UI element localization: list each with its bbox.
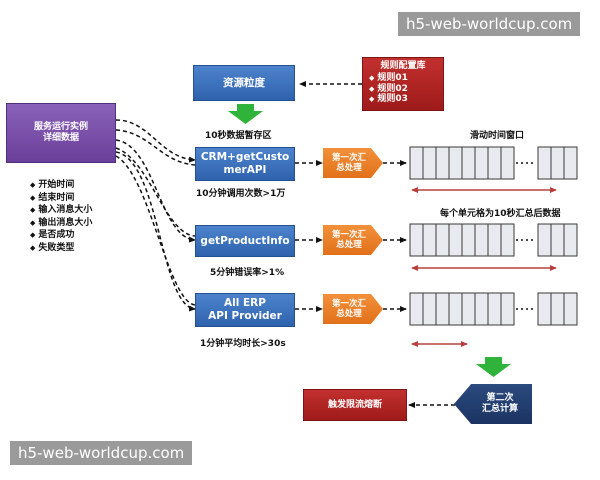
window-cell bbox=[435, 146, 450, 180]
window-cell bbox=[563, 223, 578, 257]
window-cell bbox=[537, 223, 552, 257]
connector-source-to-service1 bbox=[115, 119, 196, 163]
trigger-label: 触发限流熔断 bbox=[327, 399, 382, 410]
window-cell bbox=[487, 146, 502, 180]
first-agg-line1: 第一次汇 bbox=[331, 229, 366, 240]
second-aggregation-box: 第二次 汇总计算 bbox=[454, 384, 532, 424]
resource-granularity-box: 资源粒度 bbox=[193, 65, 295, 101]
attribute-list: 开始时间 结束时间 输入消息大小 输出消息大小 是否成功 失败类型 bbox=[30, 179, 92, 254]
window-cell bbox=[537, 146, 552, 180]
service-name-line2: API Provider bbox=[208, 310, 282, 322]
sliding-windows bbox=[409, 146, 578, 326]
cell-aggregation-note: 每个单元格为10秒汇总后数据 bbox=[440, 209, 561, 219]
first-agg-line2: 总处理 bbox=[336, 309, 362, 319]
watermark-top: h5-web-worldcup.com bbox=[398, 12, 581, 36]
buffer-label: 10秒数据暂存区 bbox=[205, 131, 272, 141]
green-arrow-down-1 bbox=[228, 104, 263, 124]
green-arrow-down-2 bbox=[476, 357, 511, 377]
window-cell bbox=[500, 146, 515, 180]
rule-item: 规则01 bbox=[369, 73, 408, 84]
window-cell bbox=[550, 292, 565, 326]
attribute-item: 输出消息大小 bbox=[30, 217, 92, 230]
window-cell bbox=[448, 292, 463, 326]
window-cell bbox=[563, 146, 578, 180]
connector-source-to-service1b bbox=[115, 129, 196, 166]
first-agg-line1: 第一次汇 bbox=[331, 152, 366, 163]
service-name-line1: All ERP bbox=[224, 297, 266, 310]
attribute-item: 输入消息大小 bbox=[30, 204, 92, 217]
connector-source-to-service3b bbox=[115, 155, 196, 306]
window-cell bbox=[422, 292, 437, 326]
window-cell bbox=[422, 223, 437, 257]
service-box-erp: All ERP API Provider bbox=[195, 293, 295, 327]
window-cell bbox=[500, 223, 515, 257]
window-cell bbox=[474, 146, 489, 180]
trigger-circuit-breaker-box: 触发限流熔断 bbox=[303, 389, 407, 421]
window-cell bbox=[409, 146, 424, 180]
first-agg-line2: 总处理 bbox=[336, 163, 362, 173]
attribute-item: 失败类型 bbox=[30, 242, 92, 255]
watermark-bottom: h5-web-worldcup.com bbox=[10, 441, 193, 465]
rule-library-box: 规则配置库 规则01 规则02 规则03 bbox=[362, 57, 444, 111]
window-cell bbox=[461, 223, 476, 257]
service-rule-crm: 10分钟调用次数>1万 bbox=[196, 189, 286, 199]
second-agg-line1: 第二次 bbox=[486, 393, 514, 404]
service-name-line1: getProductInfo bbox=[200, 234, 290, 247]
window-cell bbox=[474, 223, 489, 257]
attribute-item: 结束时间 bbox=[30, 192, 92, 205]
first-aggregation-step-2: 第一次汇 总处理 bbox=[323, 225, 383, 255]
first-aggregation-step-1: 第一次汇 总处理 bbox=[323, 148, 383, 178]
window-cell bbox=[563, 292, 578, 326]
window-cell bbox=[435, 223, 450, 257]
first-agg-line1: 第一次汇 bbox=[331, 298, 366, 309]
window-cell bbox=[461, 292, 476, 326]
service-name-line1: CRM+getCusto bbox=[200, 151, 290, 164]
second-agg-line2: 汇总计算 bbox=[481, 404, 518, 414]
connector-source-to-service2b bbox=[115, 147, 196, 237]
service-rule-product: 5分钟错误率>1% bbox=[210, 268, 285, 278]
window-cell bbox=[474, 292, 489, 326]
window-cell bbox=[500, 292, 515, 326]
window-cell bbox=[550, 146, 565, 180]
window-cell bbox=[487, 292, 502, 326]
source-box-line2: 详细数据 bbox=[42, 133, 79, 143]
window-cell bbox=[409, 223, 424, 257]
window-cell bbox=[409, 292, 424, 326]
window-cell bbox=[435, 292, 450, 326]
service-rule-erp: 1分钟平均时长>30s bbox=[200, 339, 286, 349]
rule-item: 规则02 bbox=[369, 84, 408, 95]
window-cell bbox=[487, 223, 502, 257]
first-aggregation-step-3: 第一次汇 总处理 bbox=[323, 294, 383, 324]
connector-source-to-service3 bbox=[115, 151, 196, 312]
attribute-item: 开始时间 bbox=[30, 179, 92, 192]
sliding-window-label: 滑动时间窗口 bbox=[470, 131, 525, 141]
first-agg-line2: 总处理 bbox=[336, 240, 362, 250]
rule-item: 规则03 bbox=[369, 94, 408, 105]
service-box-product: getProductInfo bbox=[195, 225, 295, 257]
resource-granularity-label: 资源粒度 bbox=[223, 76, 265, 89]
rule-library-title: 规则配置库 bbox=[380, 61, 426, 71]
window-cell bbox=[537, 292, 552, 326]
window-cell bbox=[550, 223, 565, 257]
window-cell bbox=[448, 223, 463, 257]
service-name-line2: merAPI bbox=[223, 164, 267, 176]
service-box-crm: CRM+getCusto merAPI bbox=[195, 147, 295, 181]
attribute-item: 是否成功 bbox=[30, 229, 92, 242]
connector-source-to-service2 bbox=[115, 139, 196, 243]
window-cell bbox=[461, 146, 476, 180]
window-cell bbox=[422, 146, 437, 180]
service-instance-data-box: 服务运行实例 详细数据 bbox=[6, 103, 116, 163]
window-cell bbox=[448, 146, 463, 180]
source-box-line1: 服务运行实例 bbox=[33, 122, 88, 133]
